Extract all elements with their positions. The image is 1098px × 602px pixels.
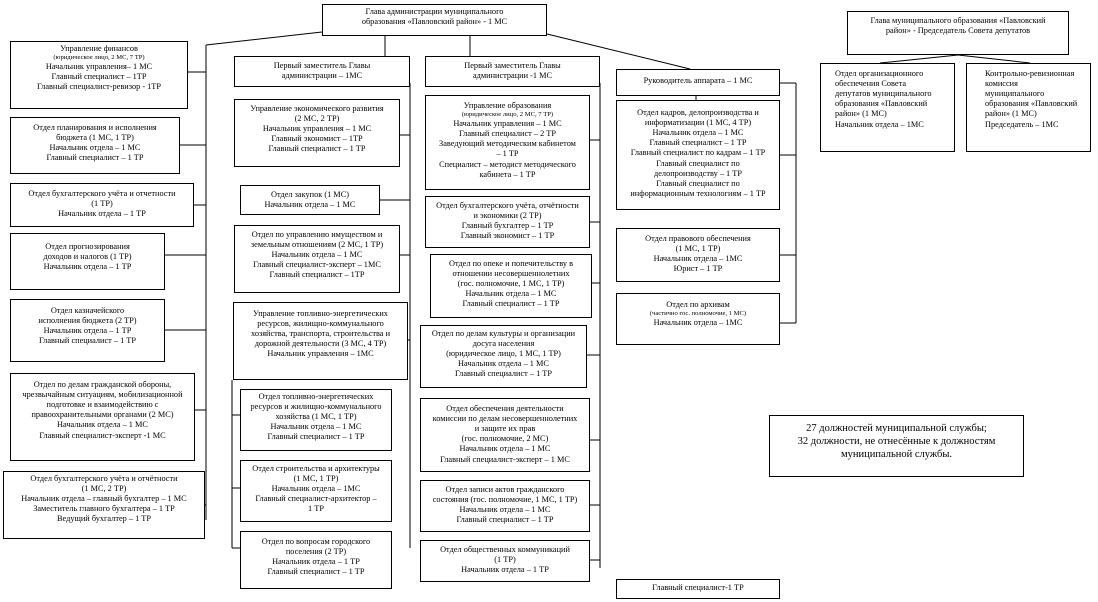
legal-dept-box: Отдел правового обеспечения (1 МС, 1 ТР)… [616, 228, 780, 282]
council-support-dept-box: Отдел организационного обеспечения Совет… [820, 63, 955, 152]
minors-commission-dept-box: Отдел обеспечения деятельности комиссии … [420, 398, 590, 472]
housing-utilities-dept-box: Отдел топливно-энергетических ресурсов и… [240, 389, 392, 451]
audit-commission-box: Контрольно-ревизионная комиссия муниципа… [966, 63, 1091, 152]
accounting-dept-1-box: Отдел бухгалтерского учёта и отчетности … [10, 183, 194, 227]
fuel-energy-housing-directorate-box: Управление топливно-энергетических ресур… [233, 302, 408, 380]
chief-of-staff-box: Руководитель аппарата – 1 МС [616, 69, 780, 96]
revenue-forecast-dept-box: Отдел прогнозирования доходов и налогов … [10, 233, 165, 290]
culture-leisure-dept-box: Отдел по делам культуры и организации до… [420, 325, 587, 388]
public-communications-dept-box: Отдел общественных коммуникаций (1 ТР) Н… [420, 540, 590, 582]
accounting-dept-2-box: Отдел бухгалтерского учёта и отчётности … [3, 471, 205, 539]
head-of-administration-box: Глава администрации муниципального образ… [322, 4, 547, 36]
property-land-dept-box: Отдел по управлению имуществом и земельн… [234, 225, 400, 293]
budget-planning-dept-box: Отдел планирования и исполнения бюджета … [10, 117, 180, 174]
urban-settlement-dept-box: Отдел по вопросам городского поселения (… [240, 531, 392, 589]
construction-architecture-dept-box: Отдел строительства и архитектуры (1 МС,… [240, 460, 392, 522]
education-directorate-box: Управление образования (юридическое лицо… [425, 95, 590, 190]
treasury-dept-box: Отдел казначейского исполнения бюджета (… [10, 299, 165, 362]
chief-specialist-box: Главный специалист-1 ТР [616, 579, 780, 599]
hr-records-it-dept-box: Отдел кадров, делопроизводства и информа… [616, 100, 780, 210]
mayor-box: Глава муниципального образования «Павлов… [847, 11, 1069, 55]
procurement-dept-box: Отдел закупок (1 МС) Начальник отдела – … [240, 185, 380, 215]
civil-defense-dept-box: Отдел по делам гражданской обороны, чрез… [10, 373, 195, 461]
finance-directorate-box: Управление финансов (юридическое лицо, 2… [10, 41, 188, 109]
first-deputy-1-box: Первый заместитель Главы администрации –… [234, 56, 410, 87]
positions-summary-note: 27 должностей муниципальной службы; 32 д… [769, 415, 1024, 477]
first-deputy-2-box: Первый заместитель Главы администрации -… [425, 56, 600, 87]
archives-dept-box: Отдел по архивам (частично гос. полномоч… [616, 293, 780, 345]
civil-registry-dept-box: Отдел записи актов гражданского состояни… [420, 480, 590, 532]
economic-development-box: Управление экономического развития (2 МС… [234, 99, 400, 167]
guardianship-dept-box: Отдел по опеке и попечительству в отноше… [430, 254, 592, 318]
accounting-economics-dept-box: Отдел бухгалтерского учёта, отчётности и… [425, 196, 590, 248]
